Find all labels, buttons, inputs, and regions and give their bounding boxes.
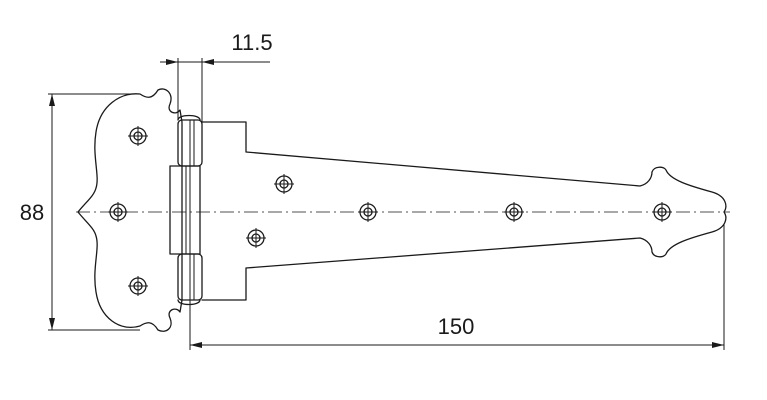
length-dimension: 150 (189, 224, 725, 350)
knuckle-barrel (169, 114, 203, 306)
screw-hole (358, 202, 378, 222)
knuckle-label: 11.5 (231, 30, 272, 55)
screw-hole (128, 126, 148, 146)
screw-hole (108, 202, 128, 222)
screw-hole (652, 202, 672, 222)
height-label: 88 (20, 200, 44, 225)
knuckle-dimension: 11.5 (160, 30, 273, 122)
screw-hole (128, 276, 148, 296)
strap (201, 121, 727, 301)
screw-hole (246, 228, 266, 248)
left-leaf (77, 88, 183, 332)
height-dimension: 88 (20, 93, 140, 331)
screw-hole (504, 202, 524, 222)
screw-holes (108, 126, 672, 296)
length-label: 150 (438, 314, 475, 339)
screw-hole (274, 174, 294, 194)
